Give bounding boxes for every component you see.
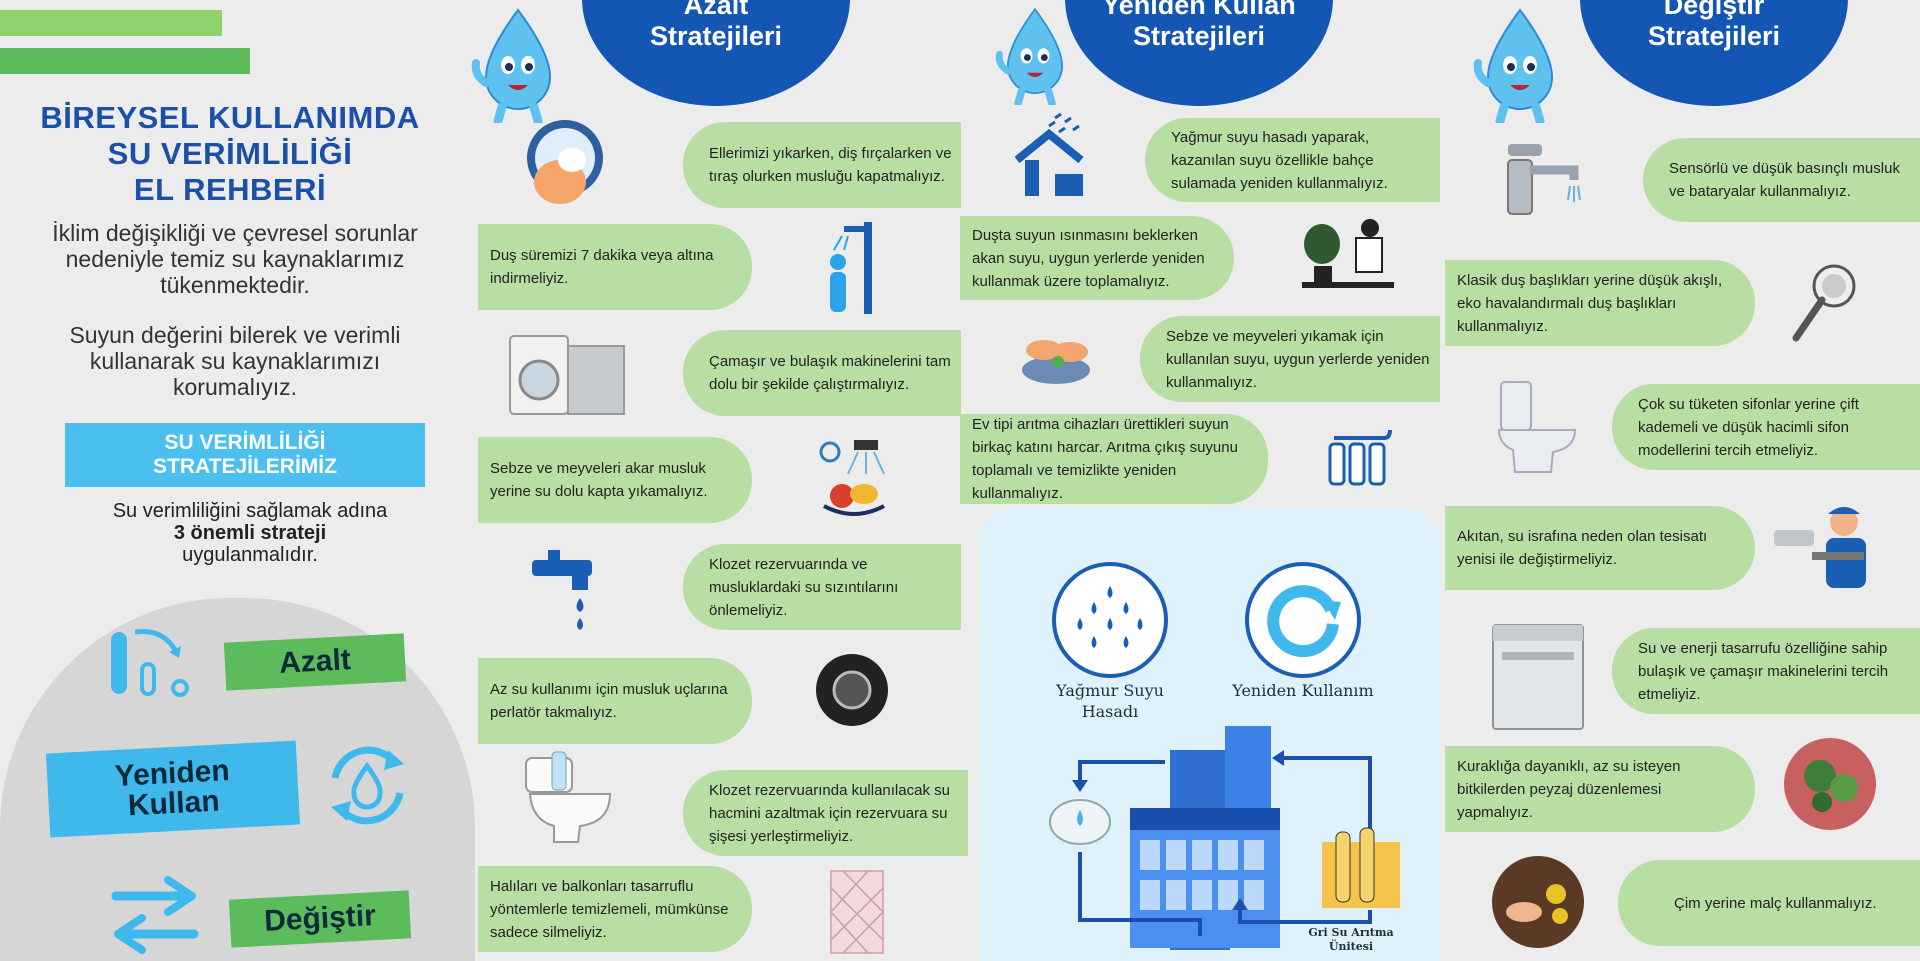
replace-item-3: Çok su tüketen sifonlar yerine çift kade…: [1612, 384, 1920, 470]
dishwasher-icon: [1492, 624, 1584, 730]
reduce-item-7: Klozet rezervuarında kullanılacak su hac…: [683, 770, 968, 856]
replace-item-7: Çim yerine malç kullanmalıyız.: [1618, 860, 1920, 946]
reduce-item-8: Halıları ve balkonları tasarruflu yöntem…: [478, 866, 752, 952]
title-line: BİREYSEL KULLANIMDA: [40, 100, 420, 135]
reduce-item-1: Ellerimizi yıkarken, diş fırçalarken ve …: [683, 122, 961, 208]
top-stripe-2: [0, 48, 250, 74]
aerator-icon: [816, 654, 888, 726]
tag-reduce: Azalt: [223, 633, 407, 691]
washing-machine-icon: [509, 335, 625, 415]
garden-plants-icon: [1784, 738, 1876, 830]
replace-item-5: Su ve enerji tasarrufu özelliğine sahip …: [1612, 628, 1920, 714]
leaking-tap-icon: [532, 550, 592, 630]
reduce-item-3: Çamaşır ve bulaşık makinelerini tam dolu…: [683, 330, 961, 416]
washing-hands-produce-icon: [1022, 340, 1090, 384]
tag-reuse: Yeniden Kullan: [45, 740, 301, 838]
plumber-icon: [1774, 507, 1866, 588]
replace-item-2: Klasik duş başlıkları yerine düşük akışl…: [1445, 260, 1755, 346]
toilet-icon: [1497, 381, 1577, 473]
mulch-icon: [1492, 856, 1584, 948]
reuse-item-4: Ev tipi arıtma cihazları ürettikleri suy…: [960, 414, 1268, 504]
strategy-count-text: Su verimliliğini sağlamak adına 3 önemli…: [112, 500, 388, 566]
shower-icon: [830, 222, 872, 314]
reduce-item-2: Duş süremizi 7 dakika veya altına indirm…: [478, 224, 752, 310]
watering-plant-icon: [1302, 219, 1394, 288]
reuse-item-3: Sebze ve meyveleri yıkamak için kullanıl…: [1140, 316, 1440, 402]
title-line: EL REHBERİ: [133, 172, 327, 207]
rain-drops-icon: [1052, 562, 1168, 678]
rain-house-icon: [1015, 112, 1084, 196]
replace-item-6: Kuraklığa dayanıklı, az su isteyen bitki…: [1445, 746, 1755, 832]
water-filter-icon: [1328, 429, 1392, 486]
toilet-bottle-icon: [525, 751, 612, 843]
water-drop-mascot-icon: [1473, 8, 1554, 123]
reduce-item-4: Sebze ve meyveleri akar musluk yerine su…: [478, 437, 752, 523]
reuse-item-1: Yağmur suyu hasadı yaparak, kazanılan su…: [1145, 118, 1440, 202]
reuse-item-2: Duşta suyun ısınmasını beklerken akan su…: [960, 216, 1234, 300]
building-cycle-icon: [1049, 726, 1400, 950]
reduce-item-6: Az su kullanımı için musluk uçlarına per…: [478, 658, 752, 744]
reuse-cycle-icon: [1245, 562, 1361, 678]
tag-replace: Değiştir: [228, 890, 412, 948]
replace-item-1: Sensörlü ve düşük basınçlı musluk ve bat…: [1643, 138, 1920, 222]
intro-paragraph-2: Suyun değerini bilerek ve verimli kullan…: [69, 322, 401, 400]
hand-washing-icon: [527, 120, 603, 204]
label-reuse: Yeniden Kullanım: [1232, 681, 1374, 700]
faucet-icon: [1507, 144, 1581, 215]
replace-item-4: Akıtan, su israfına neden olan tesisatı …: [1445, 506, 1755, 590]
strategies-banner: SU VERİMLİLİĞİ STRATEJİLERİMİZ: [65, 423, 425, 487]
reuse-cycle-icon: [331, 746, 404, 825]
water-drop-mascot-icon: [471, 8, 552, 123]
replace-arrows-icon: [111, 876, 199, 954]
reduce-icon: [111, 628, 189, 697]
intro-text: İklim değişikliği ve çevresel sorunlar n…: [30, 220, 440, 400]
washing-vegetables-icon: [819, 440, 885, 516]
water-drop-mascot-icon: [995, 7, 1063, 105]
page-title: BİREYSEL KULLANIMDA SU VERİMLİLİĞİ EL RE…: [20, 100, 440, 208]
shower-head-icon: [1792, 264, 1856, 342]
intro-paragraph-1: İklim değişikliği ve çevresel sorunlar n…: [52, 220, 418, 298]
rug-icon: [830, 870, 884, 954]
top-stripe-1: [0, 10, 222, 36]
title-line: SU VERİMLİLİĞİ: [107, 136, 353, 171]
reduce-item-5: Klozet rezervuarında ve musluklardaki su…: [683, 544, 961, 630]
